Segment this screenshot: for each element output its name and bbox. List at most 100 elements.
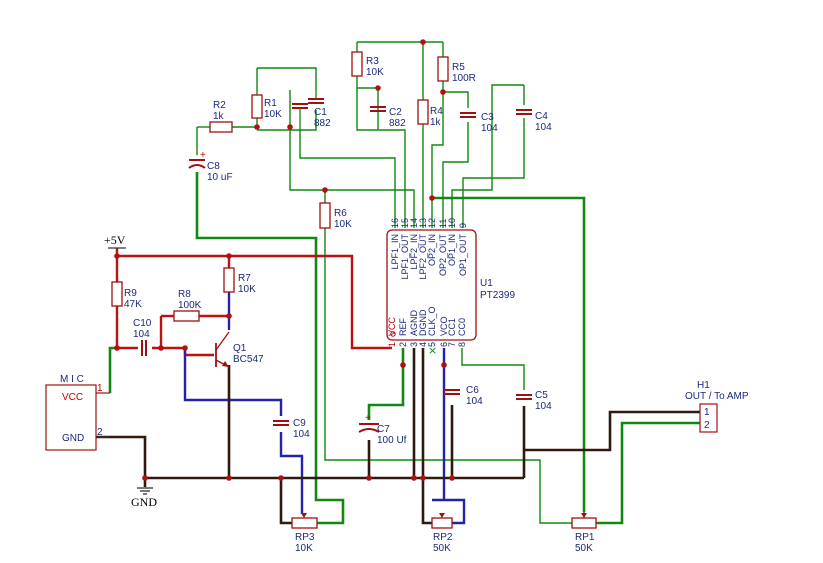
mic-pin1-num: 1 [97, 383, 103, 394]
filter-network-wires [196, 41, 572, 524]
ic-top-pin-number: 11 [438, 219, 448, 228]
capacitor-c1: C1 882 [308, 90, 331, 129]
output-header-h1: 1 2 H1 OUT / To AMP [685, 380, 749, 433]
resistor-r1: R1 10K [251, 94, 282, 120]
ic-top-pin-number: 13 [418, 218, 428, 228]
c10-value: 104 [133, 329, 150, 340]
ic-value: PT2399 [480, 290, 515, 301]
bias-wires [183, 292, 466, 525]
rp3-value: 10K [295, 543, 313, 554]
ic-top-pin-name: LPF2_IN [409, 234, 419, 270]
ic-top-pin-name: OP1_IN [447, 234, 457, 266]
capacitor-c7: + C7 100 Uf [358, 413, 407, 446]
microphone: M I C VCC GND 1 2 [45, 374, 110, 451]
c8-ref: C8 [207, 161, 220, 172]
ic-top-pin-name: OP2_IN [427, 234, 437, 266]
junction-nodes [114, 39, 455, 481]
h1-pin1: 1 [704, 407, 710, 418]
vcc-wires [115, 248, 392, 357]
r1-value: 10K [264, 109, 282, 120]
potentiometer-rp1: RP1 50K [571, 512, 597, 554]
ic-top-pin-name: OP1_OUT [458, 234, 468, 277]
r6-ref: R6 [334, 208, 347, 219]
vcc-label: +5V [104, 233, 126, 247]
resistor-r8: R8 100K [173, 289, 202, 322]
ic-top-pin-number: 10 [447, 218, 457, 228]
c4-value: 104 [535, 122, 552, 133]
mic-pin2-name: GND [62, 433, 84, 444]
c2-value: 882 [389, 118, 406, 129]
ic-bottom-pin-name: VCC [387, 316, 397, 336]
ic-bottom-pin-name: DGND [418, 309, 428, 336]
rp1-ref: RP1 [575, 532, 595, 543]
potentiometer-rp2: RP2 50K [431, 513, 453, 554]
c5-ref: C5 [535, 390, 548, 401]
c4-ref: C4 [535, 111, 548, 122]
gnd-label: GND [131, 495, 157, 509]
ic-bottom-pin-name: CC0 [457, 318, 467, 336]
r8-ref: R8 [178, 289, 191, 300]
mic-pin1-name: VCC [62, 392, 83, 403]
capacitor-c10: C10 104 [133, 318, 152, 356]
h1-pin2: 2 [704, 420, 710, 431]
capacitor-c4: C4 104 [516, 109, 552, 133]
ic-top-pin-number: 12 [427, 218, 437, 228]
ic-bottom-pin-name: VCO [439, 316, 449, 336]
ground-wires [96, 348, 700, 525]
capacitor-c3: C3 104 [460, 112, 498, 134]
c9-value: 104 [293, 429, 310, 440]
rp1-value: 50K [575, 543, 593, 554]
r4-ref: R4 [430, 106, 443, 117]
r7-value: 10K [238, 284, 256, 295]
ic-bottom-pin-name: CLK_O [427, 306, 437, 336]
capacitor-c6: C6 104 [444, 385, 483, 407]
ic-bottom-pin-number: 5 [427, 342, 437, 347]
resistor-r5: R5 100R [437, 56, 476, 84]
r1-ref: R1 [264, 98, 277, 109]
r7-ref: R7 [238, 273, 251, 284]
resistor-r7: R7 10K [223, 267, 256, 295]
ic-bottom-pin-number: 6 [439, 342, 449, 347]
capacitor-c2: C2 882 [370, 106, 406, 129]
rp3-ref: RP3 [295, 532, 315, 543]
ic-bottom-pin-name: AGND [409, 309, 419, 336]
mic-pin2-num: 2 [97, 427, 103, 438]
ic-top-pin-number: 15 [400, 218, 410, 228]
ground-symbol: GND [131, 487, 157, 509]
resistor-r4: R4 1k [417, 99, 443, 128]
potentiometer-rp3: RP3 10K [291, 513, 318, 554]
q1-value: BC547 [233, 354, 264, 365]
capacitor-c1b [292, 103, 308, 128]
c7-ref: C7 [377, 424, 390, 435]
ic-top-pin-number: 16 [390, 218, 400, 228]
r5-ref: R5 [452, 62, 465, 73]
r2-value: 1k [213, 111, 225, 122]
c5-value: 104 [535, 401, 552, 412]
c10-ref: C10 [133, 318, 152, 329]
c1-value: 882 [314, 118, 331, 129]
ic-top-pin-name: OP2_OUT [438, 234, 448, 277]
vcc-symbol: +5V [104, 233, 126, 249]
ic-bottom-pin-number: 8 [457, 342, 467, 347]
r8-value: 100K [178, 300, 202, 311]
r3-ref: R3 [366, 56, 379, 67]
r6-value: 10K [334, 219, 352, 230]
c8-plus-icon: + [200, 150, 206, 161]
transistor-q1: Q1 BC547 [215, 331, 264, 368]
ic-pins: 16LPF1_IN15LPF1_OUT14LPF2_IN13LPF2_OUT12… [387, 218, 468, 357]
r9-ref: R9 [124, 288, 137, 299]
capacitor-c8: + C8 10 uF [188, 150, 233, 183]
r9-value: 47K [124, 299, 142, 310]
ic-top-pin-name: LPF1_OUT [400, 233, 410, 279]
mic-title: M I C [60, 374, 84, 385]
h1-value: OUT / To AMP [685, 391, 749, 402]
c3-ref: C3 [481, 112, 494, 123]
resistor-r3: R3 10K [351, 51, 384, 78]
no-connect-icon: × [428, 344, 437, 357]
c3-value: 104 [481, 123, 498, 134]
c1-ref: C1 [314, 107, 327, 118]
r2-ref: R2 [213, 100, 226, 111]
resistor-r6: R6 10K [319, 202, 352, 230]
rp2-value: 50K [433, 543, 451, 554]
